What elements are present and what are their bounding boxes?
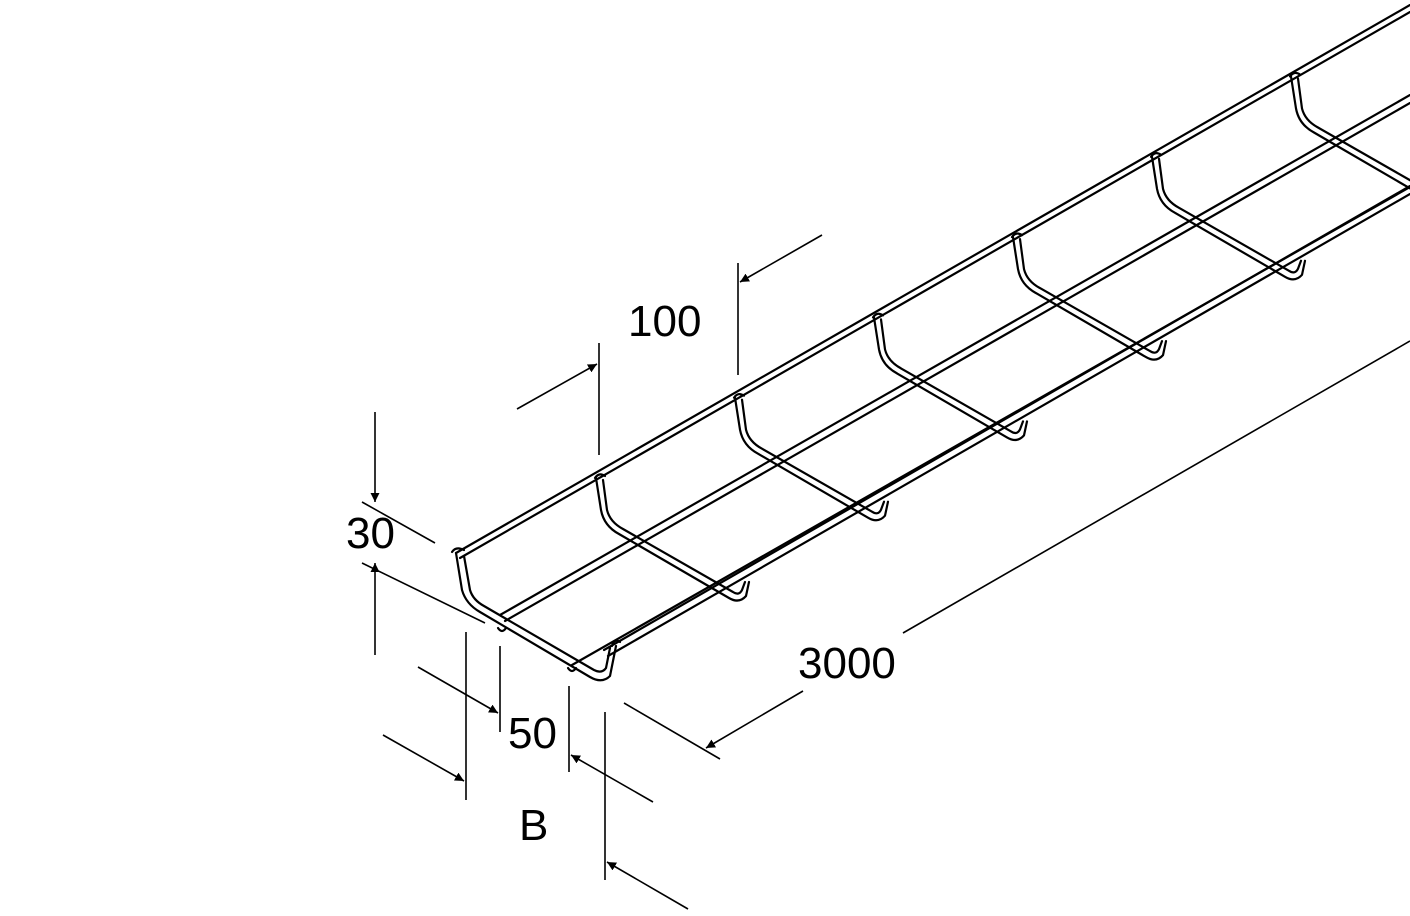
cross-wire (872, 316, 1029, 442)
end-frame (454, 551, 618, 682)
cross-wire (733, 396, 890, 522)
dimension-label-50: 50 (508, 709, 557, 758)
cross-wire-cap (732, 393, 746, 399)
cross-wire (594, 476, 751, 602)
dim-B-arrow-left (382, 734, 465, 782)
far-top-wire-inner (606, 192, 1410, 658)
cross-wire-cap (1010, 232, 1024, 239)
cross-wires (593, 71, 1410, 602)
cross-wire-inner (879, 318, 1025, 435)
cross-wire-cap (1288, 71, 1302, 78)
end-foot-2 (496, 626, 508, 633)
end-cap-near (450, 547, 466, 554)
cross-wire (1289, 75, 1410, 190)
bottom-wire-1 (498, 93, 1410, 617)
bottom-wire-1b (503, 101, 1410, 623)
ext-30-bottom (361, 562, 486, 624)
dimension-label-3000: 3000 (798, 639, 896, 688)
bottom-wire-2 (570, 185, 1410, 667)
cross-wire-cap (871, 312, 885, 319)
cross-wire-cap (593, 473, 607, 480)
dim-3000-line (902, 340, 1410, 634)
cross-wire-inner (1018, 238, 1164, 354)
cross-wire-inner (1296, 77, 1410, 182)
dim-100-arrow-right (739, 234, 823, 283)
dim-3000-arrow (705, 690, 804, 749)
cross-wire-cap (1149, 152, 1163, 158)
dimension-label-B: B (519, 801, 549, 850)
end-frame-inner (462, 554, 612, 673)
cross-wire-inner (740, 398, 886, 515)
cable-tray (450, 3, 1410, 682)
cross-wire (1150, 155, 1307, 281)
near-top-wire (454, 3, 1410, 555)
dim-50-arrow-left (417, 666, 499, 714)
end-foot (566, 666, 578, 673)
near-top-wire-inner (458, 10, 1410, 560)
ext-30-top (361, 501, 436, 544)
cross-wire (1011, 236, 1168, 361)
dim-B-arrow-right (606, 861, 689, 910)
dimension-label-100: 100 (628, 297, 702, 346)
dimension-lines (361, 234, 1410, 910)
end-cap-far (610, 639, 622, 648)
ext-3000 (623, 702, 721, 760)
dimension-label-30: 30 (346, 509, 395, 558)
cross-wire-inner (1157, 157, 1303, 274)
dim-100-arrow-left (516, 363, 598, 410)
cross-wire-inner (601, 478, 747, 595)
dim-50-arrow-right (570, 754, 654, 803)
